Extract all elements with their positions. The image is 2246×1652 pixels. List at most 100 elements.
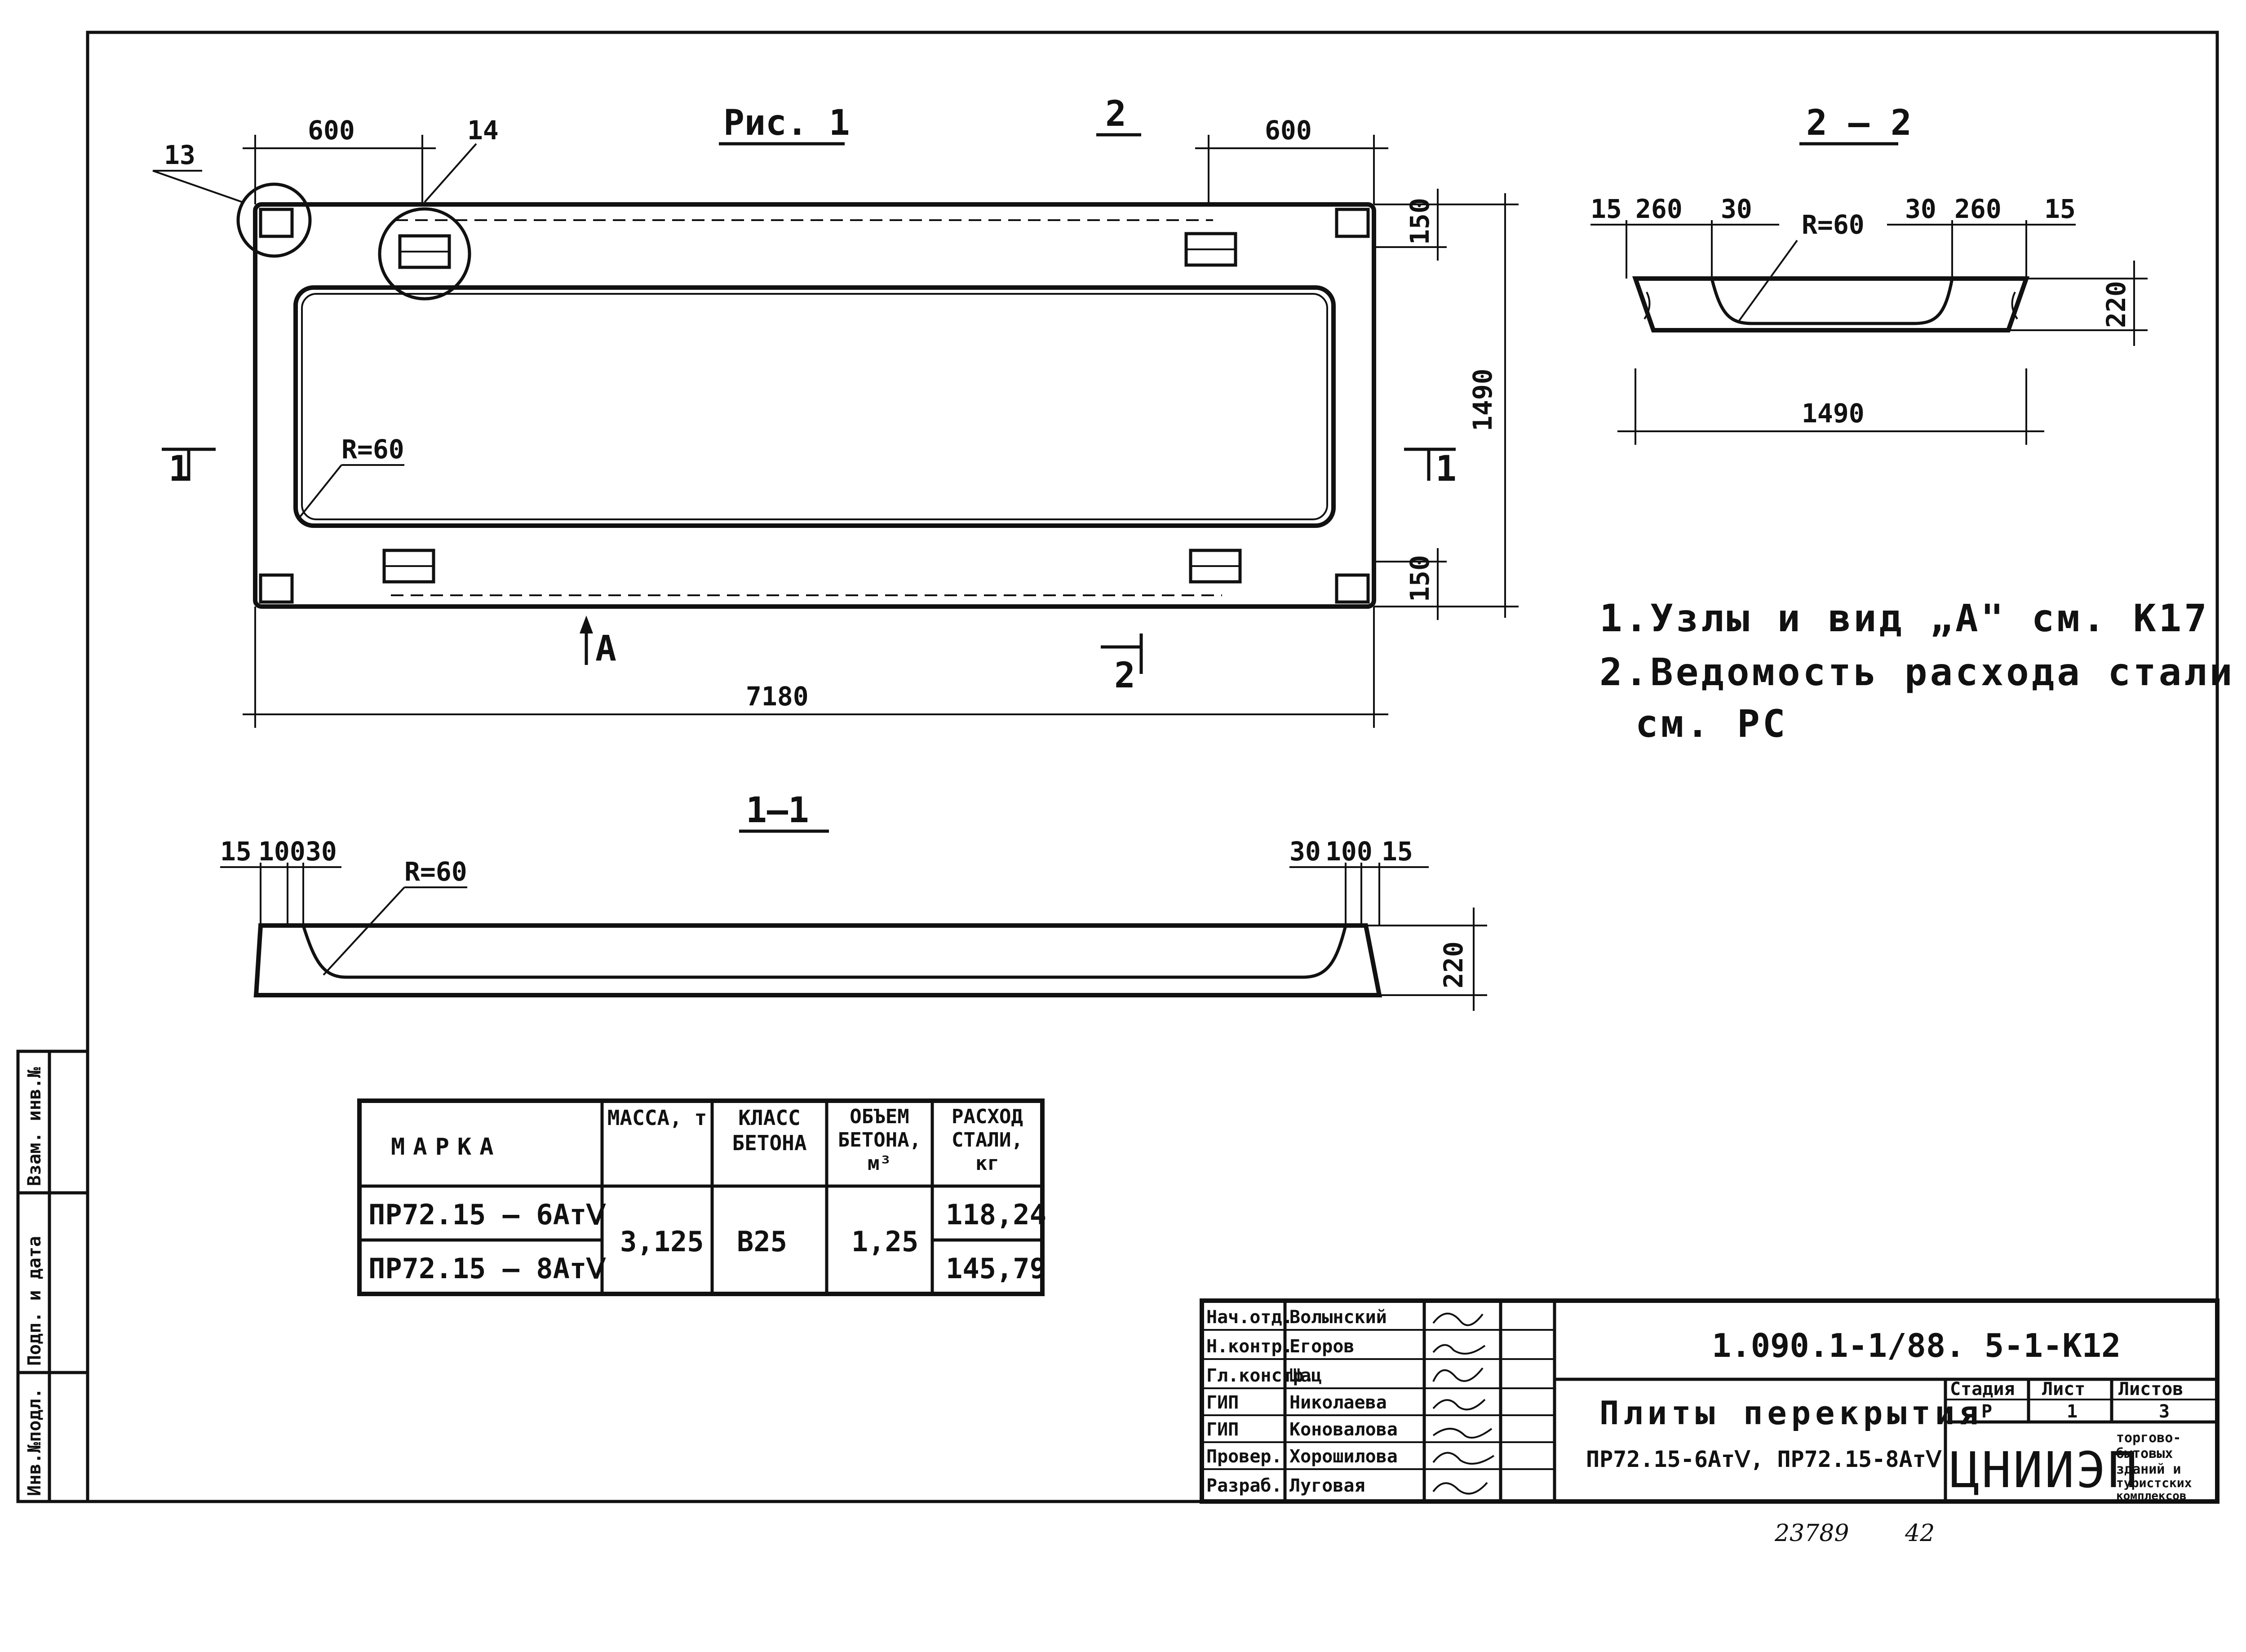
row-1-steel: 118,24: [946, 1198, 1046, 1231]
note-2: 2.Ведомость расхода стали: [1599, 650, 2235, 694]
stage-label: Стадия: [1950, 1379, 2015, 1400]
stage-value: Р: [1981, 1401, 1992, 1422]
stamp-replace: Взам. инв.№: [24, 1067, 45, 1186]
sheets-label: Листов: [2118, 1379, 2184, 1400]
org-desc-4: туристских: [2116, 1475, 2192, 1490]
section-mark-bottom: 2: [1114, 655, 1135, 696]
cut-mark-right: 1: [1435, 449, 1457, 489]
role-1: Нач.отд.: [1206, 1307, 1293, 1328]
dim-22-e: 260: [1954, 194, 2002, 224]
cell-class: В25: [737, 1225, 787, 1258]
cut-mark-left: 1: [168, 449, 190, 489]
sheets-value: 3: [2159, 1401, 2170, 1422]
dim-22-c: 30: [1721, 194, 1752, 224]
section-1-1: 1–1 15 100 30 30 100 15 R=60 220: [220, 790, 1487, 1011]
dim-22-b: 260: [1635, 194, 1683, 224]
detail-circle-13: [236, 182, 312, 258]
title-line-1: Плиты перекрытия: [1599, 1394, 1983, 1432]
stamp-inv: Инв.№подл.: [24, 1388, 45, 1496]
section-22-width: 1490: [1802, 398, 1865, 429]
callout-13: 13: [164, 140, 195, 170]
dim-22-d: 30: [1905, 194, 1936, 224]
role-3: Гл.констр.: [1206, 1365, 1315, 1386]
dim-11-r3: 15: [1382, 836, 1413, 867]
note-3: см. РС: [1635, 702, 1788, 746]
detail-circle-14: [378, 207, 471, 301]
figure-title: Рис. 1: [723, 103, 850, 143]
role-5: ГИП: [1206, 1419, 1239, 1440]
org-desc-5: комплексов: [2116, 1489, 2187, 1503]
stamp-sign: Подп. и дата: [24, 1236, 45, 1366]
radius-label: R=60: [341, 434, 404, 465]
dim-right-600: 600: [1265, 115, 1312, 146]
org-desc-3: зданий и: [2116, 1462, 2181, 1477]
sheet-value: 1: [2067, 1401, 2078, 1422]
role-2: Н.контр.: [1206, 1336, 1293, 1357]
lifting-loop-br: [1189, 549, 1242, 584]
role-6: Провер.: [1206, 1446, 1282, 1467]
dim-11-l1: 15: [220, 836, 252, 867]
cell-volume: 1,25: [851, 1225, 918, 1258]
lifting-loop-tl: [398, 234, 451, 269]
dim-edge-bottom: 150: [1404, 555, 1435, 602]
name-3: Шац: [1289, 1365, 1322, 1386]
dim-height: 1490: [1467, 368, 1498, 431]
section-11-depth: 220: [1438, 941, 1469, 988]
header-mass: МАССА, т: [607, 1106, 707, 1130]
section-22-title: 2 – 2: [1806, 103, 1912, 143]
org-desc-2: бытовых: [2116, 1446, 2173, 1462]
lifting-loop-bl: [382, 549, 435, 584]
footer-page: 42: [1905, 1520, 1935, 1547]
notes: 1.Узлы и вид „А" см. К17 2.Ведомость рас…: [1599, 596, 2235, 746]
dim-22-f: 15: [2044, 194, 2076, 224]
header-class: КЛАСС БЕТОНА: [732, 1106, 807, 1155]
dim-11-r2: 100: [1325, 836, 1373, 867]
slab-outline: [253, 202, 1376, 609]
section-22-radius: R=60: [1802, 209, 1865, 240]
dim-11-r1: 30: [1289, 836, 1321, 867]
note-1: 1.Узлы и вид „А" см. К17: [1599, 596, 2210, 640]
sheet-label: Лист: [2042, 1379, 2085, 1400]
section-2-2: 2 – 2 15 260 30 30 260 15 R=60 220 1490: [1590, 103, 2148, 445]
section-22-depth: 220: [2101, 281, 2131, 328]
signatures: [1432, 1312, 1495, 1495]
lifting-loop-tr: [1184, 232, 1237, 267]
callout-14: 14: [467, 115, 499, 146]
title-block: Нач.отд. Волынский Н.контр. Егоров Гл.ко…: [1200, 1298, 2219, 1504]
row-2-steel: 145,79: [946, 1252, 1046, 1285]
dim-11-l2: 100: [258, 836, 306, 867]
name-2: Егоров: [1289, 1336, 1355, 1357]
dim-22-a: 15: [1590, 194, 1622, 224]
row-1-mark: ПР72.15 – 6АтⅤ: [368, 1198, 606, 1231]
cell-mass: 3,125: [620, 1225, 704, 1258]
role-7: Разраб.: [1206, 1475, 1282, 1496]
row-2-mark: ПР72.15 – 8АтⅤ: [368, 1252, 606, 1285]
name-4: Николаева: [1289, 1392, 1387, 1413]
dim-length: 7180: [746, 681, 809, 712]
header-mark: МАРКА: [391, 1134, 502, 1160]
name-1: Волынский: [1289, 1307, 1387, 1328]
role-4: ГИП: [1206, 1392, 1239, 1413]
section-11-profile: [253, 923, 1382, 997]
view-a-label: А: [595, 629, 616, 669]
footer-inv: 23789: [1774, 1520, 1849, 1547]
figure-1-plan: Рис. 1: [152, 94, 1519, 728]
sheet-frame: [86, 31, 2219, 1503]
spec-table: МАРКА МАССА, т КЛАСС БЕТОНА ОБЪЕМ БЕТОНА…: [357, 1098, 1046, 1296]
section-11-radius: R=60: [404, 856, 467, 887]
dim-left-600: 600: [308, 115, 355, 146]
side-stamp: Инв.№подл. Подп. и дата Взам. инв.№: [16, 1050, 89, 1503]
dim-edge-top: 150: [1404, 198, 1435, 245]
doc-code: 1.090.1-1/88. 5-1-К12: [1712, 1327, 2121, 1364]
org-logo: ЦНИИЭП: [1950, 1441, 2139, 1499]
name-6: Хорошилова: [1289, 1446, 1398, 1467]
section-11-title: 1–1: [746, 790, 809, 831]
dim-11-l3: 30: [306, 836, 337, 867]
header-steel: РАСХОД СТАЛИ, кг: [952, 1105, 1023, 1175]
org-desc-1: торгово-: [2116, 1430, 2181, 1446]
header-volume: ОБЪЕМ БЕТОНА, м³: [837, 1105, 921, 1175]
slab-cavity: [293, 285, 1336, 528]
name-7: Луговая: [1289, 1475, 1365, 1496]
section-mark-top: 2: [1105, 94, 1126, 134]
